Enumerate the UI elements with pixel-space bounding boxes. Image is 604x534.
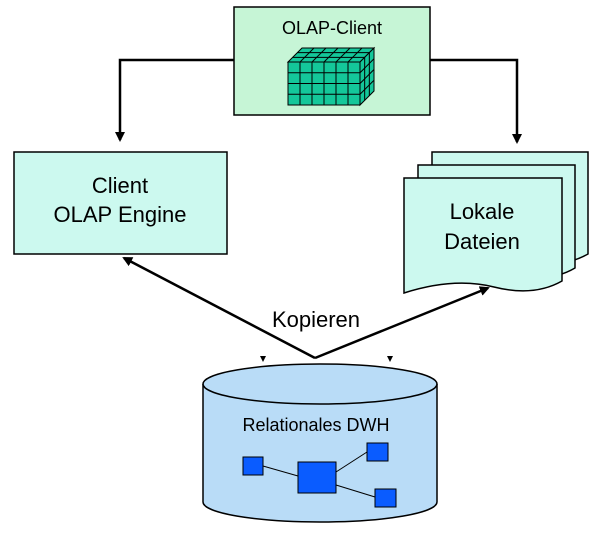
small-marker-left [260,356,266,362]
cube-icon [286,46,376,107]
arrow-client-to-engine [115,58,234,142]
local-files-front-page [403,177,563,295]
schema-table-left [242,456,264,476]
local-files-line2: Dateien [444,229,520,254]
schema-icon [242,442,397,508]
client-olap-engine-line2: OLAP Engine [54,202,187,227]
olap-client-label: OLAP-Client [282,18,382,38]
local-files-line1: Lokale [450,199,515,224]
small-marker-right [387,356,393,362]
connectors [115,58,522,362]
arrow-client-to-files [430,58,522,144]
copy-label: Kopieren [272,307,360,332]
dwh-label: Relationales DWH [242,415,389,435]
schema-table-center [297,461,337,494]
client-olap-engine-box [13,151,228,255]
arrow-copy-to-files [314,286,490,360]
schema-table-top-right [366,442,389,462]
document-stack-icon [403,151,589,295]
schema-table-bottom-right [374,488,397,508]
dwh-cylinder-top [202,363,438,405]
client-olap-engine-line1: Client [92,173,148,198]
database-cylinder-icon [202,363,438,523]
arrow-copy-to-engine [122,256,316,360]
client-olap-engine-node: Client OLAP Engine [13,151,228,255]
olap-client-node: OLAP-Client [233,6,431,116]
